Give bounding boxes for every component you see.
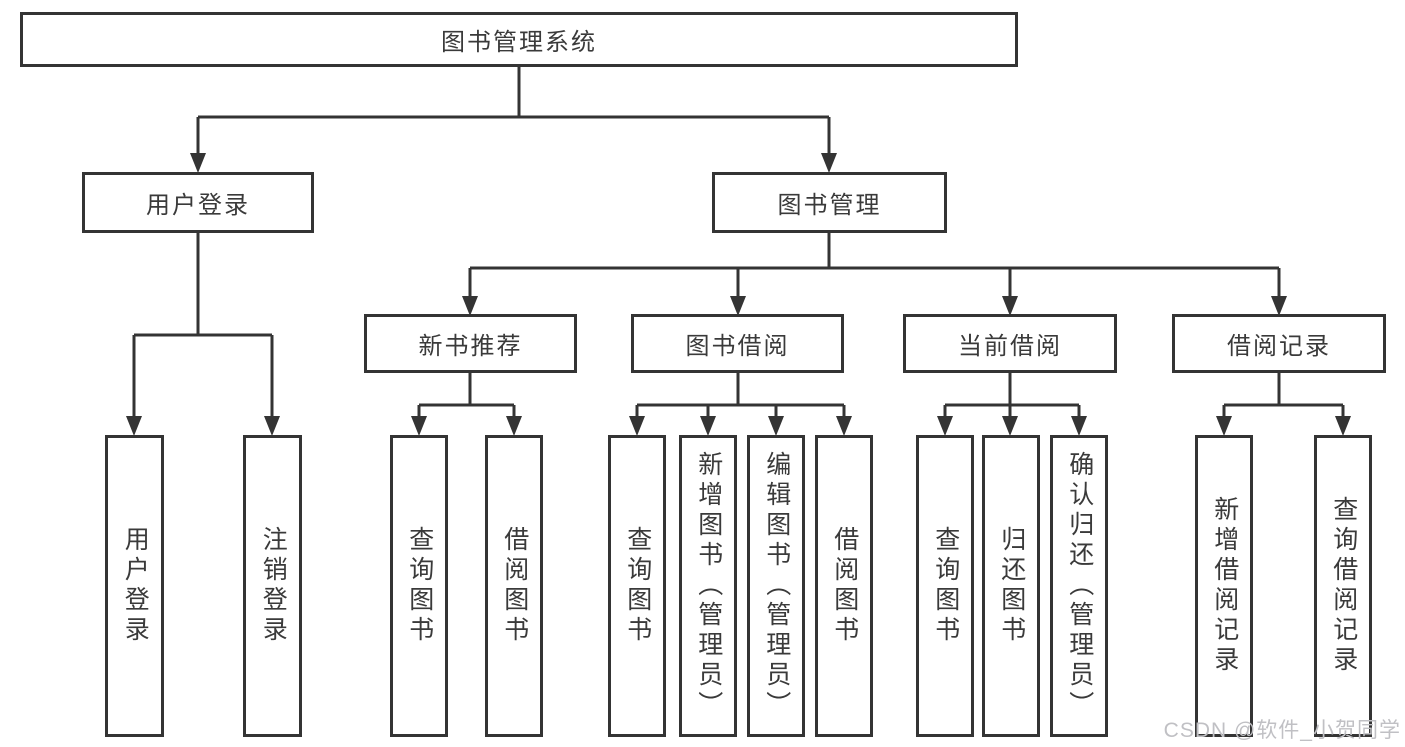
connector-new-book-recommend-branch — [411, 373, 522, 436]
arrow-down-icon — [1335, 416, 1351, 436]
node-label: 借阅图书 — [830, 526, 859, 646]
node-label: 借阅图书 — [500, 526, 529, 646]
connector-borrow-records-branch — [1216, 373, 1351, 436]
node-label: 新增图书（管理员） — [694, 451, 723, 721]
node-current-borrow: 当前借阅 — [903, 314, 1117, 373]
node-library-system: 图书管理系统 — [20, 12, 1018, 67]
leaf-borrow-books-recommend: 借阅图书 — [485, 435, 543, 737]
node-book-borrow: 图书借阅 — [631, 314, 844, 373]
node-label: 确认归还（管理员） — [1065, 451, 1094, 721]
arrow-down-icon — [1002, 296, 1018, 316]
leaf-query-borrow-record: 查询借阅记录 — [1314, 435, 1372, 737]
leaf-user-login: 用户登录 — [105, 435, 164, 737]
arrow-down-icon — [462, 296, 478, 316]
arrow-down-icon — [190, 153, 206, 173]
node-label: 注销登录 — [259, 526, 288, 646]
leaf-add-borrow-record: 新增借阅记录 — [1195, 435, 1253, 737]
arrow-down-icon — [937, 416, 953, 436]
arrow-down-icon — [629, 416, 645, 436]
arrow-down-icon — [1002, 416, 1018, 436]
leaf-edit-books-admin: 编辑图书（管理员） — [747, 435, 805, 737]
connector-current-borrow-branch — [937, 373, 1087, 436]
arrow-down-icon — [1071, 416, 1087, 436]
arrow-down-icon — [506, 416, 522, 436]
arrow-down-icon — [126, 416, 142, 436]
leaf-query-books-current: 查询图书 — [916, 435, 974, 737]
node-label: 图书管理 — [777, 192, 882, 219]
node-label: 查询图书 — [623, 526, 652, 646]
arrow-down-icon — [836, 416, 852, 436]
node-label: 图书管理系统 — [441, 29, 597, 56]
leaf-confirm-return-admin: 确认归还（管理员） — [1050, 435, 1108, 737]
arrow-down-icon — [1216, 416, 1232, 436]
connector-book-management-branch — [462, 233, 1287, 316]
leaf-query-books-recommend: 查询图书 — [390, 435, 448, 737]
arrow-down-icon — [768, 416, 784, 436]
csdn-watermark: CSDN @软件_小贺同学 — [1163, 719, 1401, 742]
arrow-down-icon — [821, 153, 837, 173]
node-label: 图书借阅 — [685, 333, 790, 360]
connector-book-borrow-branch — [629, 373, 852, 436]
node-label: 用户登录 — [121, 526, 150, 646]
node-label: 查询图书 — [405, 526, 434, 646]
node-label: 新书推荐 — [418, 333, 523, 360]
leaf-borrow-books: 借阅图书 — [815, 435, 873, 737]
leaf-add-books-admin: 新增图书（管理员） — [679, 435, 737, 737]
leaf-logout: 注销登录 — [243, 435, 302, 737]
arrow-down-icon — [700, 416, 716, 436]
node-label: 归还图书 — [997, 526, 1026, 646]
node-new-book-recommend: 新书推荐 — [364, 314, 577, 373]
leaf-query-books-borrow: 查询图书 — [608, 435, 666, 737]
arrow-down-icon — [730, 296, 746, 316]
node-label: 查询借阅记录 — [1329, 496, 1358, 676]
node-label: 查询图书 — [931, 526, 960, 646]
arrow-down-icon — [1271, 296, 1287, 316]
node-borrow-records: 借阅记录 — [1172, 314, 1386, 373]
node-label: 编辑图书（管理员） — [762, 451, 791, 721]
node-book-management: 图书管理 — [712, 172, 947, 233]
node-label: 借阅记录 — [1227, 333, 1331, 360]
leaf-return-books: 归还图书 — [982, 435, 1040, 737]
node-user-login: 用户登录 — [82, 172, 314, 233]
arrow-down-icon — [264, 416, 280, 436]
arrow-down-icon — [411, 416, 427, 436]
node-label: 用户登录 — [146, 192, 250, 219]
node-label: 当前借阅 — [958, 333, 1062, 360]
node-label: 新增借阅记录 — [1210, 496, 1239, 676]
connector-root-branch — [190, 67, 837, 173]
connector-user-login-branch — [126, 233, 280, 436]
